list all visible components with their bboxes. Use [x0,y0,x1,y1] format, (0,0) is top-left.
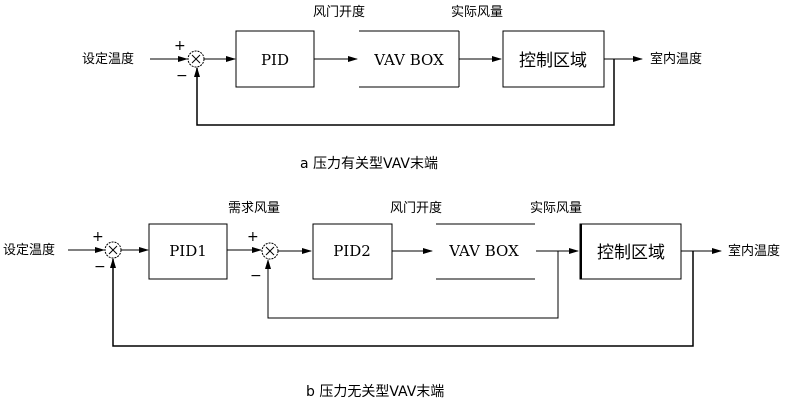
control-zone-label-b: 控制区域 [597,243,665,263]
summing-junction-a [187,50,205,68]
vav-box-label-a: VAV BOX [373,51,444,69]
summing-junction-b2 [261,242,279,260]
vav-box-label-b: VAV BOX [448,242,519,260]
plus-sign-b2: + [247,229,259,245]
pid1-label-b: PID1 [169,242,207,260]
damper-opening-label-a: 风门开度 [313,4,365,20]
vav-box-block-b [436,223,535,280]
pid-label-a: PID [261,51,289,69]
room-temp-label-a: 室内温度 [650,51,702,67]
minus-sign-b1: − [94,259,106,275]
demand-airflow-label-b: 需求风量 [228,201,280,216]
pid2-label-b: PID2 [333,242,371,260]
actual-airflow-label-b: 实际风量 [530,201,582,216]
setpoint-temp-label-b: 设定温度 [3,242,55,258]
room-temp-label-b: 室内温度 [728,243,780,259]
actual-airflow-label-a: 实际风量 [451,5,503,20]
minus-sign-a: − [176,68,188,84]
plus-sign-b1: + [92,229,104,245]
plus-sign-a: + [174,38,186,54]
damper-opening-label-b: 风门开度 [390,200,442,216]
control-zone-label-a: 控制区域 [519,51,587,71]
setpoint-temp-label-a: 设定温度 [82,51,134,67]
minus-sign-b2: − [250,268,262,284]
outer-feedback-line-b [110,251,694,347]
summing-junction-b1 [104,241,122,259]
inner-feedback-line-b [265,251,559,319]
caption-a: a 压力有关型VAV末端 [300,156,438,172]
pid1-block-b [148,223,228,280]
diagram-a: 设定温度 + − PID 风门开度 VAV BOX 实际风量 控制区域 室内温度… [82,4,702,172]
diagram-b: 设定温度 + − PID1 需求风量 + − PID2 风门开度 VAV BOX [3,200,780,400]
feedback-line-a [194,59,615,126]
caption-b: b 压力无关型VAV末端 [306,384,444,400]
